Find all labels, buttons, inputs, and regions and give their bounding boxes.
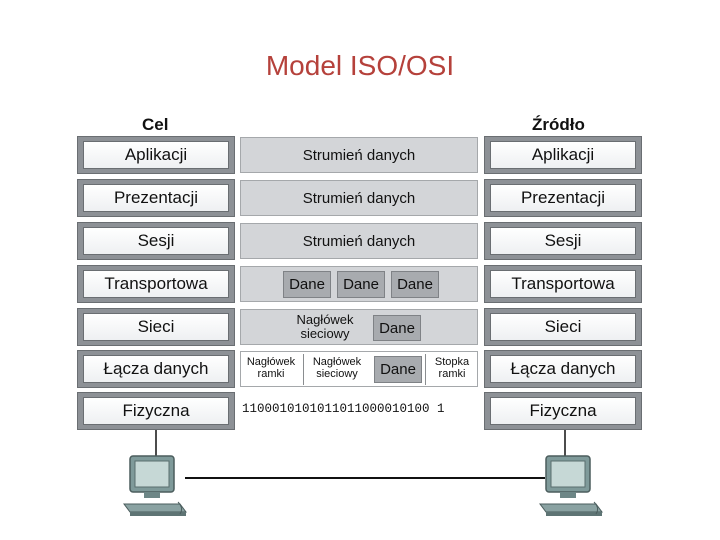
left-layer-physical: Fizyczna (77, 392, 235, 430)
left-layer-datalink: Łącza danych (77, 350, 235, 388)
packet-network-header: Nagłówek sieciowy (296, 312, 354, 341)
frame-data: Dane (374, 356, 422, 383)
physical-bitstream: 1100010101011011000010100 1 (242, 402, 445, 416)
source-computer-icon (539, 455, 603, 516)
right-column-header: Źródło (532, 115, 585, 134)
stream-application: Strumień danych (240, 137, 478, 173)
left-layer-transport: Transportowa (77, 265, 235, 303)
left-layer-presentation: Prezentacji (77, 179, 235, 217)
stream-presentation: Strumień danych (240, 180, 478, 216)
left-layer-application: Aplikacji (77, 136, 235, 174)
right-layer-datalink: Łącza danych (484, 350, 642, 388)
segment-data-1: Dane (283, 271, 331, 298)
page-title: Model ISO/OSI (265, 50, 455, 81)
frame-header: Nagłówek ramki (246, 356, 296, 380)
right-layer-application: Aplikacji (484, 136, 642, 174)
stream-session: Strumień danych (240, 223, 478, 259)
segment-data-3: Dane (391, 271, 439, 298)
right-layer-network: Sieci (484, 308, 642, 346)
left-layer-network: Sieci (77, 308, 235, 346)
right-layer-presentation: Prezentacji (484, 179, 642, 217)
left-column-header: Cel (142, 115, 169, 134)
transport-segments: Dane Dane Dane (240, 266, 478, 302)
packet-data: Dane (373, 315, 421, 341)
right-layer-session: Sesji (484, 222, 642, 260)
network-packet: Nagłówek sieciowy Dane (240, 309, 478, 345)
destination-computer-icon (123, 455, 187, 516)
right-layer-physical: Fizyczna (484, 392, 642, 430)
right-layer-transport: Transportowa (484, 265, 642, 303)
frame-divider-1 (303, 354, 304, 385)
left-layer-session: Sesji (77, 222, 235, 260)
datalink-frame: Nagłówek ramki Nagłówek sieciowy Dane St… (240, 351, 478, 387)
frame-trailer: Stopka ramki (434, 356, 470, 380)
frame-divider-2 (425, 354, 426, 385)
segment-data-2: Dane (337, 271, 385, 298)
frame-network-header: Nagłówek sieciowy (312, 356, 362, 380)
